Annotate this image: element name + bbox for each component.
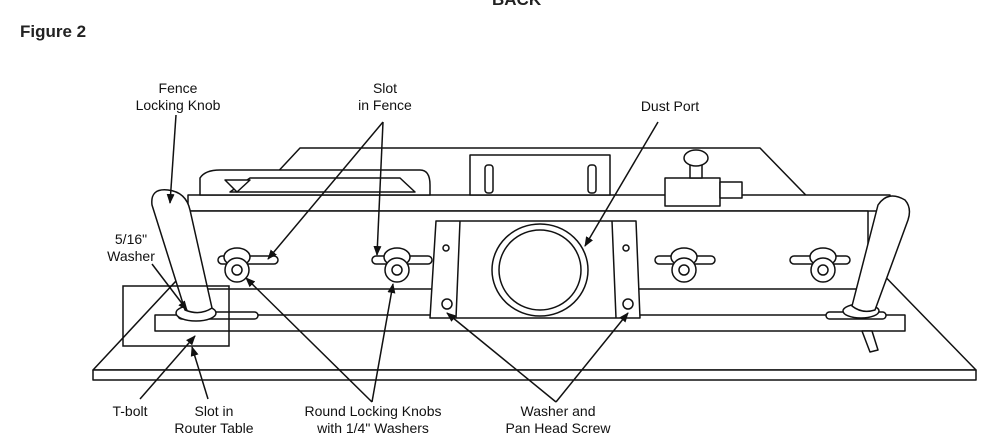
label-slot-in-router-table: Slot in Router Table — [174, 403, 254, 436]
round-knob-3 — [670, 247, 698, 283]
pan-head-screw-left — [441, 298, 453, 310]
stop-knob — [683, 149, 709, 167]
dust-port-inner — [498, 229, 582, 311]
leader-washer — [151, 263, 188, 311]
leader-t-bolt — [139, 335, 196, 400]
leader-round-knobs-1 — [245, 277, 373, 403]
pan-head-screw-right — [622, 298, 634, 310]
t-bolt-callout-box — [122, 285, 230, 347]
back-bracket-slot-right — [587, 164, 597, 194]
round-knob-2 — [383, 247, 411, 283]
leader-slot-fence-1 — [267, 121, 384, 260]
back-bracket-slot-left — [484, 164, 494, 194]
leader-washer-pan-1 — [446, 312, 557, 403]
leader-dust-port — [584, 121, 659, 247]
fence-handle — [199, 169, 431, 196]
leader-fence-knob — [166, 114, 177, 204]
fence-handle-triangle — [224, 179, 251, 193]
leader-slot-fence-2 — [373, 121, 384, 256]
label-dust-port: Dust Port — [640, 98, 700, 114]
t-bolt-tail-right — [861, 330, 879, 353]
fence-top-rail — [187, 194, 891, 212]
figure-title: Figure 2 — [20, 22, 87, 41]
label-5-16-washer: 5/16" Washer — [107, 231, 155, 264]
round-knob-1 — [223, 247, 251, 283]
leader-washer-pan-2 — [555, 312, 629, 403]
leader-slot-router-table — [190, 346, 209, 400]
label-fence-locking-knob: Fence Locking Knob — [135, 80, 221, 113]
router-table-edge — [92, 369, 977, 381]
fence-locking-knob-left — [151, 189, 213, 314]
round-knob-4 — [809, 247, 837, 283]
stop-block-rod — [719, 181, 743, 199]
label-t-bolt: T-bolt — [112, 403, 148, 419]
stop-block — [664, 177, 721, 207]
label-round-locking-knobs: Round Locking Knobs with 1/4" Washers — [304, 403, 442, 436]
fence-locking-knob-right — [851, 195, 911, 313]
leader-round-knobs-2 — [371, 283, 396, 403]
label-slot-in-fence: Slot in Fence — [358, 80, 412, 113]
top-cut-text: BACK — [492, 0, 541, 10]
label-washer-pan-head-screw: Washer and Pan Head Screw — [505, 403, 611, 436]
